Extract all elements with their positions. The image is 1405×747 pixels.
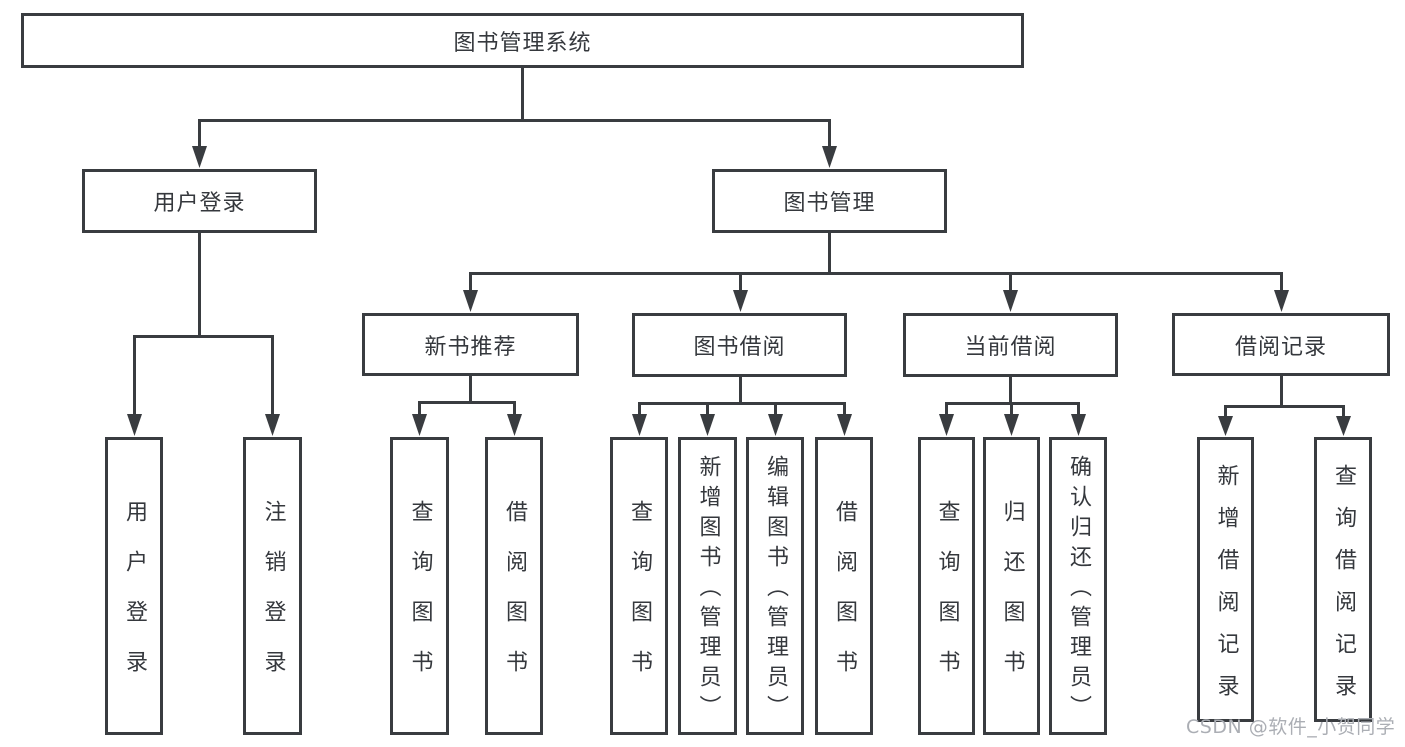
connector-new-book-branch (418, 376, 516, 416)
node-leaf-edit-book-admin-label: 编辑图书（管理员） (763, 455, 788, 725)
node-current-borrow: 当前借阅 (903, 313, 1118, 377)
node-leaf-add-book-admin-label: 新增图书（管理员） (695, 455, 721, 725)
node-leaf-confirm-return-admin-label: 确认归还（管理员） (1066, 455, 1091, 725)
csdn-watermark: CSDN @软件_小贺同学 (1186, 716, 1396, 738)
node-leaf-query-books-borrow: 查询图书 (610, 437, 668, 735)
node-leaf-borrow-books-recommend: 借阅图书 (485, 437, 543, 735)
node-borrow-records-label: 借阅记录 (1234, 334, 1327, 360)
node-user-login-label: 用户登录 (153, 191, 246, 216)
node-leaf-query-borrow-record: 查询借阅记录 (1314, 437, 1372, 722)
node-user-login: 用户登录 (82, 169, 317, 233)
node-new-book-recommend: 新书推荐 (362, 313, 579, 376)
node-leaf-query-books-borrow-label: 查询图书 (627, 500, 652, 700)
node-leaf-borrow-books-recommend-label: 借阅图书 (502, 500, 527, 700)
node-leaf-return-book-label: 归还图书 (999, 500, 1025, 700)
node-leaf-add-book-admin: 新增图书（管理员） (678, 437, 737, 735)
node-leaf-user-login-label: 用户登录 (122, 500, 147, 700)
connector-book-borrow-branch (638, 377, 846, 416)
node-root: 图书管理系统 (21, 13, 1024, 68)
node-leaf-add-borrow-record-label: 新增借阅记录 (1213, 463, 1239, 716)
node-book-borrow: 图书借阅 (632, 313, 847, 377)
node-leaf-confirm-return-admin: 确认归还（管理员） (1049, 437, 1107, 735)
arrowheads (127, 146, 1351, 436)
node-leaf-query-books-current: 查询图书 (918, 437, 975, 735)
node-book-management: 图书管理 (712, 169, 947, 233)
node-leaf-logout-label: 注销登录 (260, 500, 286, 700)
node-book-borrow-label: 图书借阅 (693, 335, 786, 360)
node-leaf-logout: 注销登录 (243, 437, 302, 735)
connector-current-borrow-branch (945, 377, 1080, 416)
node-leaf-borrow-books-label: 借阅图书 (832, 500, 857, 700)
node-book-management-label: 图书管理 (783, 191, 876, 216)
connector-root-branch (198, 68, 831, 148)
connector-borrow-records-branch (1224, 376, 1345, 418)
node-borrow-records: 借阅记录 (1172, 313, 1390, 376)
node-leaf-query-books-recommend: 查询图书 (390, 437, 449, 735)
node-leaf-user-login: 用户登录 (105, 437, 163, 735)
node-leaf-edit-book-admin: 编辑图书（管理员） (746, 437, 804, 735)
node-leaf-query-borrow-record-label: 查询借阅记录 (1331, 463, 1356, 716)
node-leaf-query-books-current-label: 查询图书 (934, 500, 960, 700)
node-leaf-add-borrow-record: 新增借阅记录 (1197, 437, 1254, 722)
node-leaf-return-book: 归还图书 (983, 437, 1040, 735)
node-leaf-query-books-recommend-label: 查询图书 (407, 500, 433, 700)
connector-user-login-branch (133, 233, 274, 416)
node-current-borrow-label: 当前借阅 (964, 335, 1057, 360)
node-new-book-recommend-label: 新书推荐 (424, 334, 517, 360)
node-root-label: 图书管理系统 (453, 30, 592, 56)
connector-book-management-branch (469, 233, 1283, 292)
node-leaf-borrow-books: 借阅图书 (815, 437, 873, 735)
